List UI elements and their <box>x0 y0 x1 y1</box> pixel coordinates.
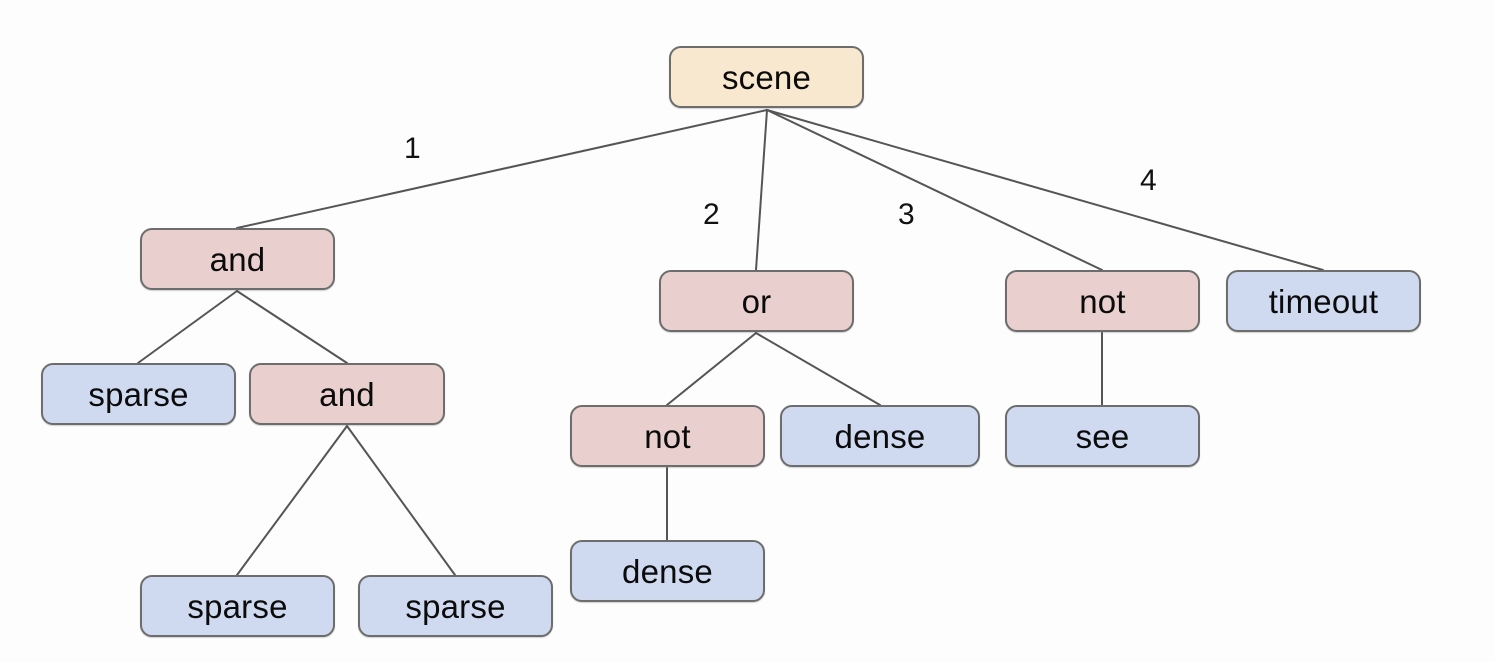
tree-edge-scene-to-not2 <box>766 109 1103 271</box>
tree-edge-and2-to-sparse3 <box>346 425 456 576</box>
tree-edge-scene-to-and1 <box>236 109 768 229</box>
edge-label-1: 1 <box>404 132 421 165</box>
tree-node-and1[interactable]: and <box>140 228 335 290</box>
tree-node-sparse3[interactable]: sparse <box>358 575 553 637</box>
tree-node-dense1[interactable]: dense <box>780 405 980 467</box>
tree-edge-and2-to-sparse2 <box>236 425 348 576</box>
tree-node-timeout1[interactable]: timeout <box>1226 270 1421 332</box>
tree-node-dense2[interactable]: dense <box>570 540 765 602</box>
tree-edge-and1-to-sparse1 <box>137 290 238 364</box>
tree-node-or1[interactable]: or <box>659 270 854 332</box>
tree-node-sparse2[interactable]: sparse <box>140 575 335 637</box>
edge-label-2: 2 <box>703 198 720 231</box>
tree-edges <box>137 109 1324 576</box>
tree-node-and2[interactable]: and <box>249 363 445 425</box>
tree-edge-scene-to-or1 <box>755 109 768 271</box>
edge-label-3: 3 <box>898 198 915 231</box>
tree-edge-or1-to-not1 <box>666 332 757 406</box>
tree-edge-and1-to-and2 <box>236 290 348 364</box>
tree-node-scene[interactable]: scene <box>669 46 864 108</box>
tree-node-not1[interactable]: not <box>570 405 765 467</box>
tree-edge-scene-to-timeout1 <box>766 109 1324 271</box>
tree-edge-or1-to-dense1 <box>755 332 881 406</box>
tree-node-not2[interactable]: not <box>1005 270 1200 332</box>
edge-label-4: 4 <box>1140 164 1157 197</box>
tree-node-see1[interactable]: see <box>1005 405 1200 467</box>
tree-node-sparse1[interactable]: sparse <box>41 363 236 425</box>
